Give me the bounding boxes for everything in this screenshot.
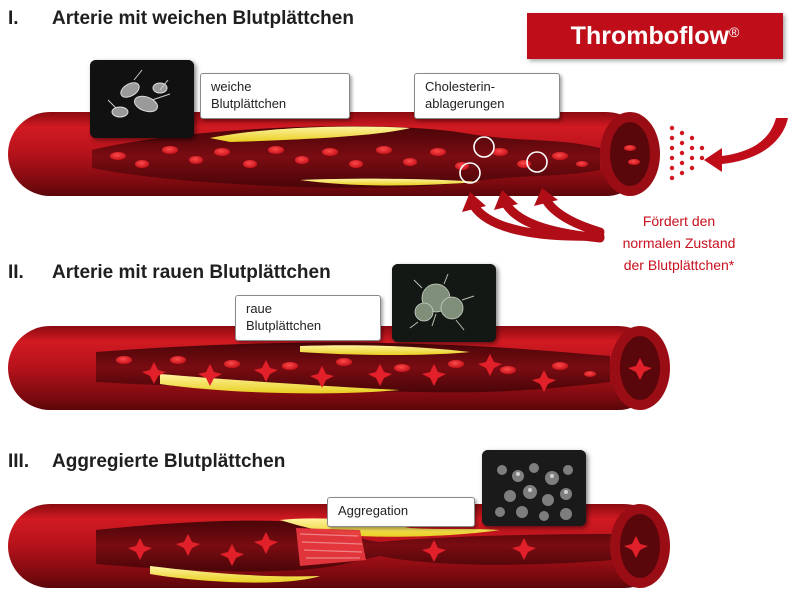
brand-logo: Thromboflow®	[527, 13, 783, 59]
curved-arrow-icon	[704, 118, 788, 172]
callout-line: Blutplättchen	[246, 318, 322, 333]
platelet-aggregate	[296, 528, 366, 566]
effect-line: der Blutplättchen*	[623, 257, 735, 273]
registered-mark: ®	[728, 24, 740, 40]
callout-line: Cholesterin-	[425, 79, 496, 94]
effect-line: Fördert den	[642, 213, 716, 229]
callout-line: Blutplättchen	[211, 96, 287, 111]
platelet-highlight-rings	[459, 136, 548, 184]
dot-cluster-icon	[669, 125, 705, 181]
effect-statement: Fördert den normalen Zustand der Blutplä…	[594, 210, 764, 276]
section-header-1: I. Arterie mit weichen Blutplättchen	[8, 8, 354, 30]
red-blood-cells	[110, 145, 640, 170]
section-title: Arterie mit weichen Blutplättchen	[52, 8, 354, 29]
soft-platelets-photo	[90, 60, 194, 138]
effect-line: normalen Zustand	[622, 235, 736, 251]
callout-aggregation: Aggregation	[327, 497, 475, 527]
rough-platelets	[142, 354, 652, 392]
aggregated-platelets-photo	[482, 450, 586, 526]
callout-line: raue	[246, 301, 273, 316]
section-header-2: II. Arterie mit rauen Blutplättchen	[8, 262, 331, 284]
section-number: I.	[8, 8, 19, 29]
artery-rough-platelets	[8, 326, 670, 410]
callout-line: weiche	[211, 79, 252, 94]
callout-rough-platelets: raue Blutplättchen	[235, 295, 381, 341]
rough-platelets-photo	[392, 264, 496, 342]
callout-soft-platelets: weiche Blutplättchen	[200, 73, 350, 119]
arrow-cluster-icon	[469, 195, 605, 243]
section-number: II.	[8, 262, 24, 283]
brand-name: Thromboflow	[570, 22, 729, 50]
section-header-3: III. Aggregierte Blutplättchen	[8, 451, 285, 473]
section-number: III.	[8, 451, 30, 472]
section-title: Aggregierte Blutplättchen	[52, 451, 286, 472]
callout-line: Aggregation	[338, 503, 409, 518]
callout-line: ablagerungen	[425, 96, 505, 111]
callout-cholesterol: Cholesterin- ablagerungen	[414, 73, 560, 119]
section-title: Arterie mit rauen Blutplättchen	[52, 262, 331, 283]
